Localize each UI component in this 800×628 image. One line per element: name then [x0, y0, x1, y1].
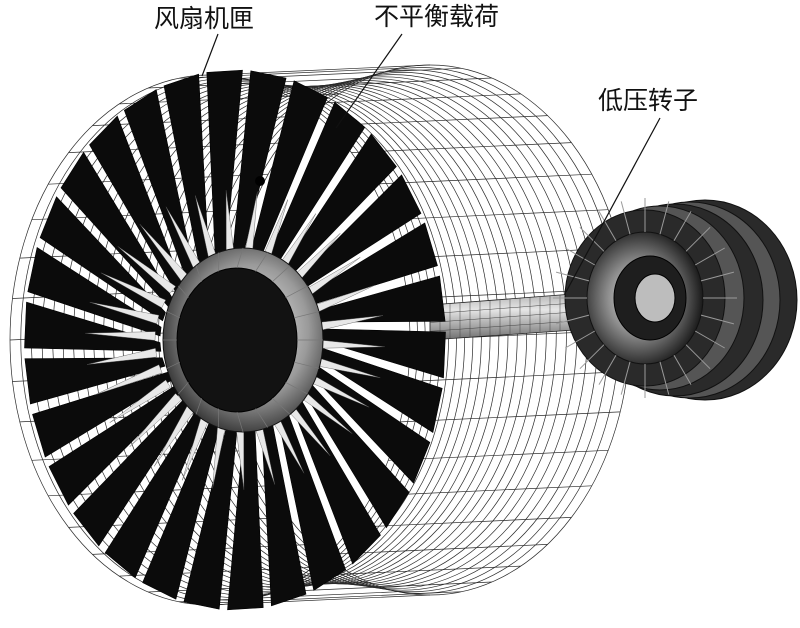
casing-longitudinal-line	[301, 94, 521, 104]
low-pressure-rotor-label: 低压转子	[598, 88, 698, 113]
fan-hub-front	[177, 268, 297, 412]
fan-blades	[25, 70, 446, 610]
unbalance-mass-marker	[255, 176, 265, 186]
fan-casing-label: 风扇机匣	[154, 6, 254, 31]
low-pressure-rotor-disks	[553, 198, 797, 400]
unbalance-load-label: 不平衡载荷	[374, 4, 499, 29]
rotor-hub-center	[635, 274, 675, 322]
casing-leader-line	[202, 34, 218, 76]
unbalance-leader-line	[336, 34, 402, 128]
casing-longitudinal-line	[210, 65, 430, 75]
casing-longitudinal-line	[388, 210, 608, 220]
